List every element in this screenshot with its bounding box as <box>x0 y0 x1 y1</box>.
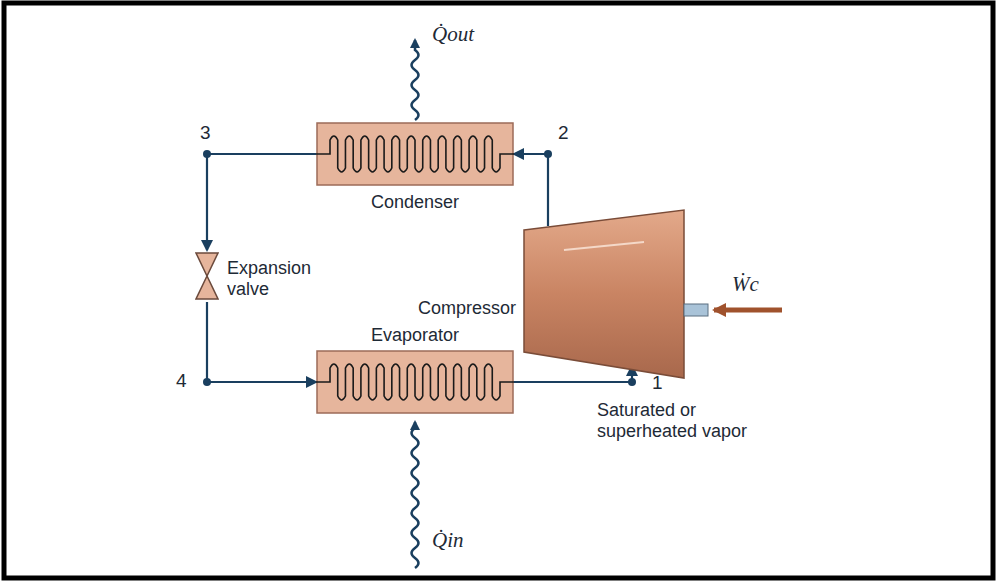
work-arrow <box>714 308 782 313</box>
state-number: 2 <box>558 122 569 144</box>
refrigerant-line <box>514 366 632 382</box>
box-outline <box>316 122 514 186</box>
state-note: Saturated or superheated vapor <box>597 400 787 441</box>
state-point-dot <box>203 378 211 386</box>
heat-exchanger-box: Condenser <box>316 122 514 186</box>
valve-symbol <box>195 252 219 300</box>
heat-exchanger <box>316 122 514 186</box>
heat-in-arrow <box>412 422 419 568</box>
refrigerant-line <box>207 302 316 382</box>
heat-out-arrow <box>412 40 419 120</box>
heat-label: Q̇out <box>432 22 474 46</box>
heat-exchanger <box>316 350 514 414</box>
component-name: Compressor <box>418 298 516 319</box>
component-name: Evaporator <box>371 325 459 346</box>
state-point-dot <box>544 150 552 158</box>
state-number: 3 <box>200 122 211 144</box>
component-name: Condenser <box>371 192 459 213</box>
state-number: 4 <box>176 370 187 392</box>
frame <box>4 3 993 578</box>
compressor-symbol <box>524 210 714 380</box>
work-label: Ẇc <box>732 272 759 296</box>
refrigerant-line <box>207 154 316 250</box>
heat-label: Q̇in <box>432 528 464 552</box>
state-point-dot <box>628 378 636 386</box>
state-number: 1 <box>652 372 663 394</box>
refrigerant-line <box>514 154 548 226</box>
state-point-dot <box>203 150 211 158</box>
box-outline <box>316 350 514 414</box>
expansion-valve: Expansion valve <box>195 252 325 300</box>
component-name: Expansion valve <box>227 258 322 299</box>
heat-exchanger-box: Evaporator <box>316 350 514 414</box>
